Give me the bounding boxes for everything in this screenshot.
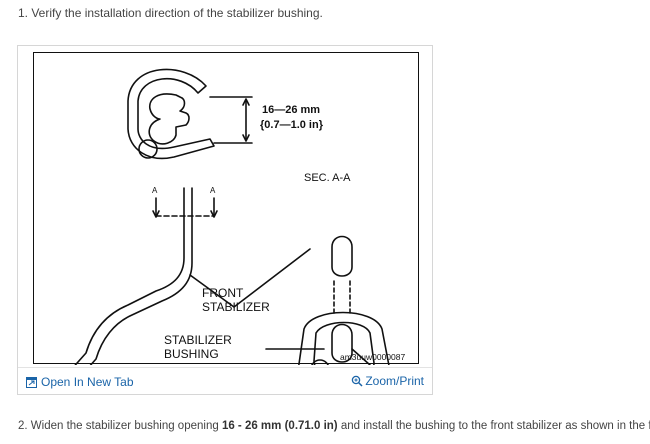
figure-frame: 16—26 mm {0.7—1.0 in} SEC. A-A A A FRONT… xyxy=(33,52,419,365)
figure-card: 16—26 mm {0.7—1.0 in} SEC. A-A A A FRONT… xyxy=(17,45,433,395)
dimension-mm-label: 16—26 mm xyxy=(262,104,320,116)
section-label: SEC. A-A xyxy=(304,172,351,184)
step-2-dimension-in: (0.71.0 in) xyxy=(284,420,338,432)
step-1-instruction: 1. Verify the installation direction of … xyxy=(18,6,323,20)
open-in-new-tab-link[interactable]: Open In New Tab xyxy=(26,375,134,389)
bushing-inner-cutout-top xyxy=(148,93,190,145)
section-bushing-hole xyxy=(311,359,329,365)
step-2-instruction: 2. Widen the stabilizer bushing opening … xyxy=(18,420,650,432)
figure-toolbar: Open In New Tab Zoom/Print xyxy=(18,367,432,394)
stabilizer-bushing-label-line2: BUSHING xyxy=(164,347,219,361)
arrow-a-right-label: A xyxy=(210,186,216,195)
front-stabilizer-label-line2: STABILIZER xyxy=(202,300,270,314)
step-2-suffix: and install the bushing to the front sta… xyxy=(337,420,650,432)
section-bushing-outer xyxy=(298,311,390,365)
section-bushing-inner xyxy=(313,321,375,365)
stabilizer-bushing-diagram: 16—26 mm {0.7—1.0 in} SEC. A-A A A FRONT… xyxy=(74,68,405,365)
open-in-new-tab-icon xyxy=(26,376,37,388)
zoom-print-link[interactable]: Zoom/Print xyxy=(351,374,424,388)
section-bar-top xyxy=(331,235,353,277)
section-bar-in-bushing xyxy=(331,323,353,363)
stabilizer-bar xyxy=(74,187,193,365)
dimension-in-label: {0.7—1.0 in} xyxy=(260,119,324,131)
figure-code: am3uuw0000087 xyxy=(340,352,405,362)
bushing-hole-top xyxy=(138,139,158,159)
step-2-dimension-mm: 16 - 26 mm xyxy=(221,420,282,432)
arrow-a-left-label: A xyxy=(152,186,158,195)
front-stabilizer-label-line1: FRONT xyxy=(202,286,244,300)
step-2-prefix: 2. Widen the stabilizer bushing opening xyxy=(18,420,222,432)
zoom-magnifier-icon xyxy=(352,375,363,387)
bushing-outline-top xyxy=(127,68,215,160)
open-in-new-tab-label: Open In New Tab xyxy=(41,375,134,389)
zoom-print-label: Zoom/Print xyxy=(365,374,424,388)
stabilizer-bushing-label-line1: STABILIZER xyxy=(164,333,232,347)
